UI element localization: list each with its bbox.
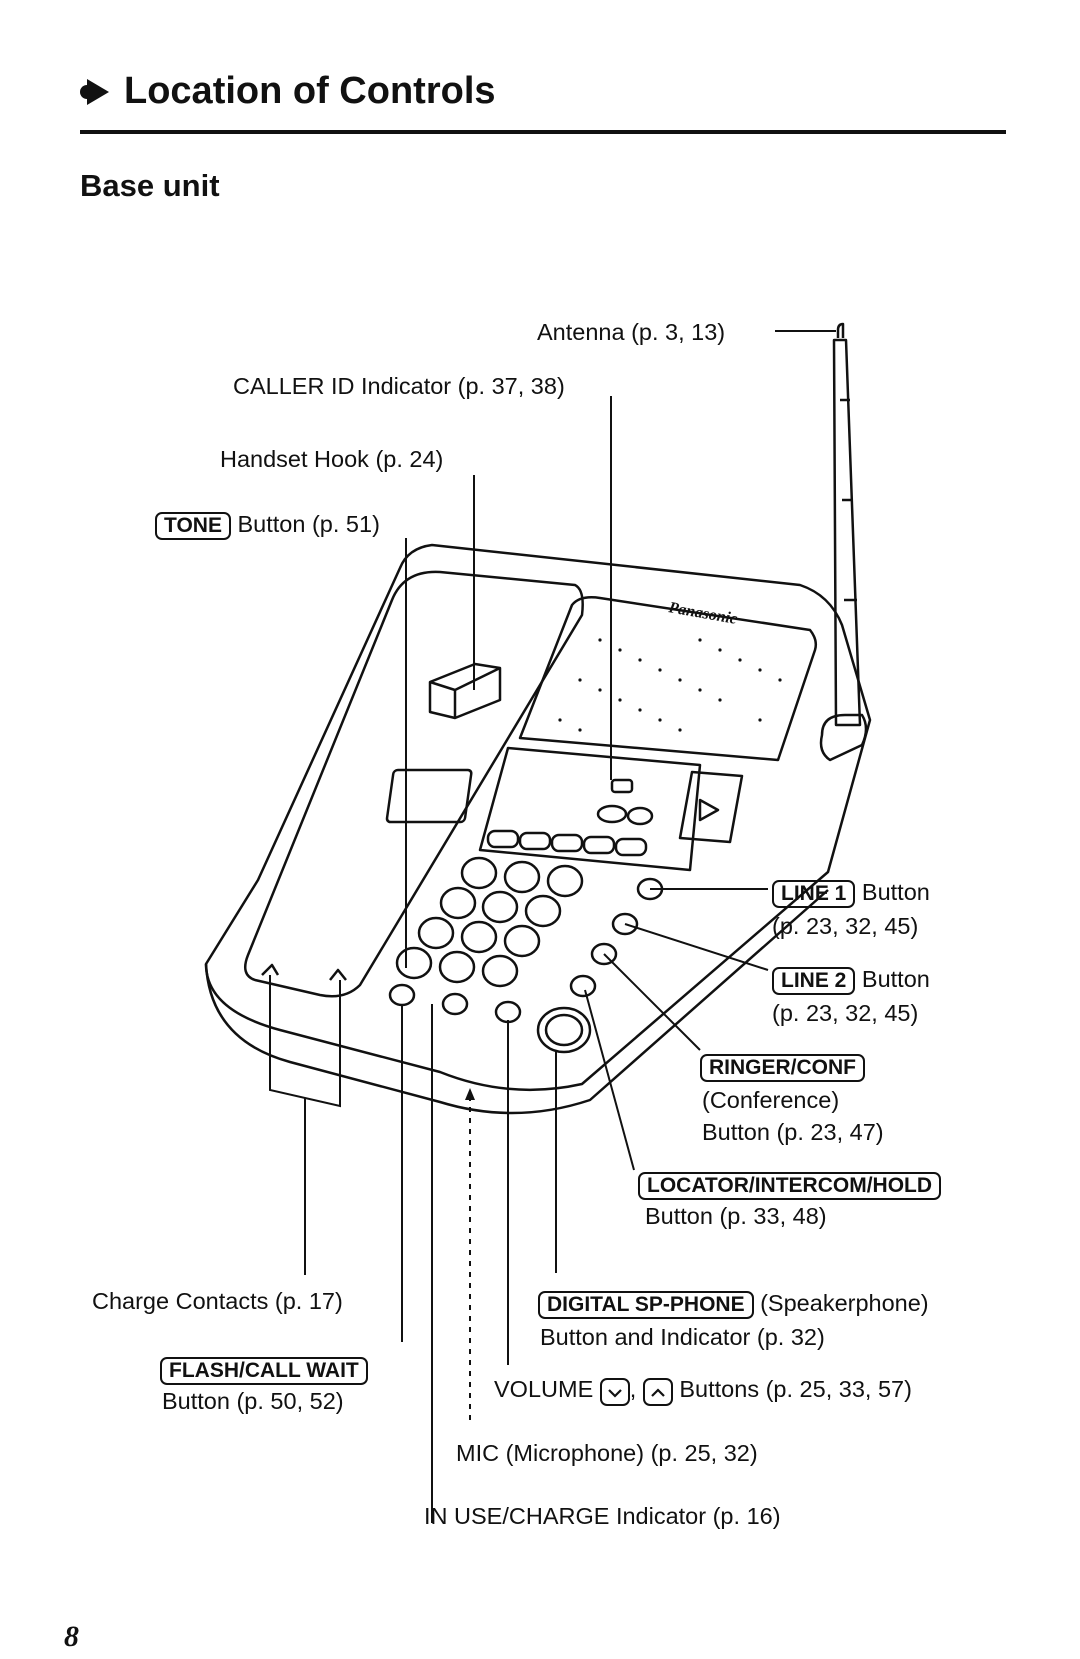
volume-buttons-text: Buttons (p. 25, 33, 57) xyxy=(679,1376,912,1402)
tone-label-text: Button (p. 51) xyxy=(237,511,380,537)
line2-label-text: Button xyxy=(861,966,930,992)
locator-line2: Button (p. 33, 48) xyxy=(645,1203,827,1229)
ringer-line2: (Conference) xyxy=(702,1087,840,1113)
line1-pages: (p. 23, 32, 45) xyxy=(772,913,919,939)
lcd-window xyxy=(385,768,473,824)
ringer-key: RINGER/CONF xyxy=(700,1054,865,1082)
label-locator: LOCATOR/INTERCOM/HOLD xyxy=(638,1168,942,1200)
title-text: Location of Controls xyxy=(124,70,496,112)
digital-line2: Button and Indicator (p. 32) xyxy=(540,1324,825,1350)
label-volume: VOLUME , Buttons (p. 25, 33, 57) xyxy=(494,1373,912,1406)
label-handset-hook: Handset Hook (p. 24) xyxy=(220,446,444,472)
leader-charge-contacts xyxy=(269,975,341,1108)
base-body-outline xyxy=(204,543,872,1092)
line2-pages: (p. 23, 32, 45) xyxy=(772,1000,919,1026)
label-mic: MIC (Microphone) (p. 25, 32) xyxy=(456,1440,758,1466)
display-panel xyxy=(478,746,702,872)
ringer-line3: Button (p. 23, 47) xyxy=(702,1119,884,1145)
label-tone: TONE Button (p. 51) xyxy=(155,508,380,540)
flash-key: FLASH/CALL WAIT xyxy=(160,1357,368,1385)
label-digital: DIGITAL SP-PHONE (Speakerphone) xyxy=(538,1287,929,1319)
label-line1: LINE 1 Button xyxy=(772,876,930,908)
line2-key: LINE 2 xyxy=(772,967,856,995)
title-rule xyxy=(80,130,1006,134)
label-caller-id: CALLER ID Indicator (p. 37, 38) xyxy=(233,373,565,399)
section-subtitle: Base unit xyxy=(80,168,220,203)
volume-label-text: VOLUME xyxy=(494,1376,594,1402)
leader-locator xyxy=(584,989,635,1171)
flash-line2: Button (p. 50, 52) xyxy=(162,1388,344,1414)
page-number: 8 xyxy=(64,1620,79,1653)
chevron-up-icon xyxy=(651,1387,665,1397)
label-in-use: IN USE/CHARGE Indicator (p. 16) xyxy=(424,1503,781,1529)
volume-up-key xyxy=(642,1378,673,1406)
leader-ringer xyxy=(603,953,701,1051)
speaker-grille xyxy=(518,596,818,762)
leader-line2 xyxy=(624,923,769,971)
tone-key: TONE xyxy=(155,512,231,540)
base-body-bottom xyxy=(204,889,829,1115)
arrow-bullet-icon xyxy=(80,78,109,105)
locator-key: LOCATOR/INTERCOM/HOLD xyxy=(638,1172,942,1200)
volume-down-key xyxy=(599,1378,630,1406)
label-ringer: RINGER/CONF xyxy=(700,1050,865,1082)
label-line2: LINE 2 Button xyxy=(772,963,930,995)
handset-cradle xyxy=(243,570,584,998)
page-title: Location of Controls xyxy=(78,70,496,113)
label-charge-contacts: Charge Contacts (p. 17) xyxy=(92,1288,343,1314)
brand-logo: Panasonic xyxy=(666,599,738,628)
digital-key: DIGITAL SP-PHONE xyxy=(538,1291,754,1319)
line1-key: LINE 1 xyxy=(772,880,856,908)
chevron-down-icon xyxy=(608,1388,622,1398)
label-flash: FLASH/CALL WAIT xyxy=(160,1353,368,1385)
play-button-area xyxy=(678,770,744,844)
digital-label-text: (Speakerphone) xyxy=(760,1290,929,1316)
label-antenna: Antenna (p. 3, 13) xyxy=(537,319,726,345)
line1-label-text: Button xyxy=(861,879,930,905)
antenna-shape xyxy=(836,322,845,338)
